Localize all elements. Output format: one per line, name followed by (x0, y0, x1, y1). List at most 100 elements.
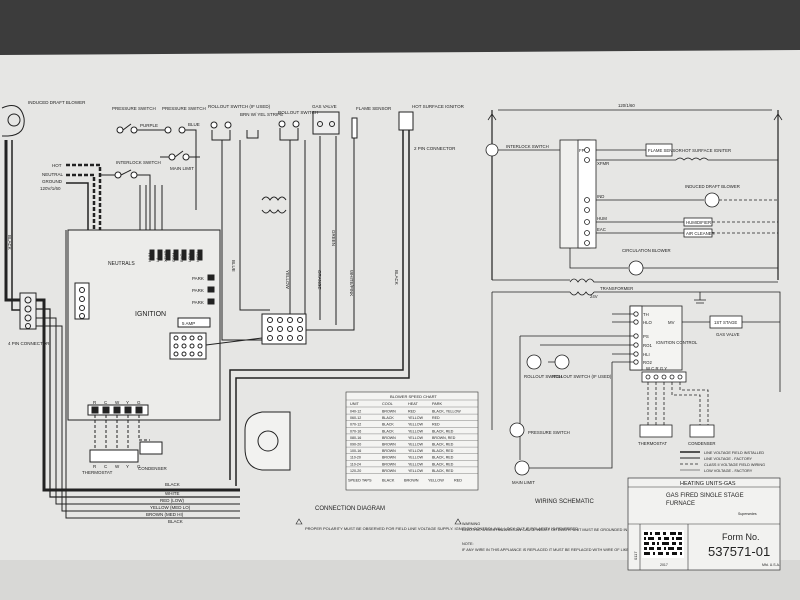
ground-symbol (694, 292, 706, 304)
rollout-terminal (210, 121, 218, 129)
label-black-side: BLACK (7, 235, 12, 250)
schematic-labels: 120/1/60 INTERLOCK SWITCH FP XFMR IND HU… (506, 103, 765, 505)
schematic-condenser-box (689, 424, 715, 438)
title-supersedes: Supersedes (738, 512, 757, 516)
neutral-line (66, 173, 96, 230)
brn-yel-loop (246, 130, 259, 139)
term-letter: Y (126, 464, 129, 469)
board-terminal-labels: HUM L1 XFMR COM EAC LOW HIGH (147, 251, 200, 262)
schematic-label-hlo: HLO (643, 320, 652, 325)
label-120v: 120V/1/60 (40, 186, 61, 191)
blower-table-cell: RED (408, 410, 416, 414)
term-letter: G (137, 464, 141, 469)
blower-header-cell: UNIT (350, 402, 360, 406)
schematic-label-hum: HUM (597, 216, 607, 221)
hot-line (66, 163, 102, 230)
purple-wire (239, 140, 270, 311)
fuse-5-amp (177, 317, 211, 328)
label-wire-orange: ORANGE (317, 270, 322, 290)
connection-labels: INDUCED DRAFT BLOWER PRESSURE SWITCH PRE… (7, 100, 578, 531)
park-terminal (207, 274, 215, 281)
blower-table-cell: BLACK (382, 416, 394, 420)
pin (79, 305, 85, 311)
title-heading: HEATING UNITS-GAS (680, 481, 736, 487)
board-12-pin-connector (169, 332, 207, 360)
blower-table-cell: YELLOW (408, 429, 424, 433)
schematic-label-transformer: TRANSFORMER (600, 286, 633, 291)
schematic-label-air-cleaner: AIR CLEANER (686, 231, 715, 236)
warning-block: WARNING ELECTRIC SHOCK HAZARD-CAN CAUSE … (462, 522, 739, 552)
blower-table-cell: YELLOW (408, 436, 424, 440)
made-in: Mfd. U.S.A. (762, 563, 780, 567)
schematic-label-120v: 120/1/60 (618, 103, 635, 108)
main-limit-wiring (160, 150, 200, 158)
circulation-blower-motor (257, 430, 279, 452)
pin (25, 323, 31, 329)
label-wire-yellow: YELLOW (285, 270, 290, 290)
schematic-label-first-stage: 1ST STAGE (714, 320, 737, 325)
rollout-terminal (278, 120, 286, 128)
label-purple: PURPLE (140, 123, 158, 128)
label-park-2: PARK (192, 288, 204, 293)
terminal-label: EAC (179, 254, 184, 262)
label-hot-surface: HOT SURFACE IGNITOR (412, 104, 465, 109)
blower-table-cell: BLACK, RED (432, 429, 454, 433)
label-wire-blue: BLUE (231, 260, 236, 272)
label-wire-black: BLACK (394, 270, 399, 285)
terminal-label: HIGH (195, 252, 200, 262)
blower-table-cell: BROWN (382, 449, 396, 453)
warning-text-1: ELECTRIC SHOCK HAZARD-CAN CAUSE INJURY O… (462, 528, 723, 532)
schematic-label-eac: EAC (597, 227, 606, 232)
interlock-terminal (130, 171, 138, 179)
term-letter: G (137, 400, 141, 405)
schematic-label-24v: 24V (590, 294, 598, 299)
paper-sheet (0, 50, 800, 600)
label-pressure-switch-2: PRESSURE SWITCH (162, 106, 206, 111)
blower-table-cell: 080-16 (350, 436, 361, 440)
blower-table-cell: YELLOW (408, 423, 424, 427)
label-5-amp: 5 AMP (182, 321, 195, 326)
black-supply-wire (4, 140, 20, 302)
label-gas-valve: GAS VALVE (312, 104, 337, 109)
label-brn-yel: BRN W/ YEL STRIPE (240, 112, 283, 117)
term-letter: W (115, 400, 120, 405)
label-interlock: INTERLOCK SWITCH (116, 160, 161, 165)
blower-table-cell: 100-16 (350, 449, 361, 453)
blower-header-cell: HEAT (408, 402, 419, 406)
blower-table-cell: BLACK, RED (432, 456, 454, 460)
warning-triangle-icon (454, 518, 462, 525)
schematic-label-flame-sensor: FLAME SENSOR (648, 148, 682, 153)
schematic-label-pressure: PRESSURE SWITCH (528, 430, 570, 435)
data-matrix-barcode (642, 530, 684, 558)
wcrgy-terminals (645, 374, 683, 380)
blower-header-cell: PARK (432, 402, 443, 406)
schematic-label-hli: HLI (643, 352, 650, 357)
term-letter: C (104, 464, 108, 469)
main-limit-terminal (182, 153, 190, 161)
flame-sensor-box (645, 143, 673, 157)
blower-table-cell: YELLOW (408, 449, 424, 453)
gas-valve-terminal (317, 121, 323, 127)
blower-footer-cell: RED (454, 479, 462, 483)
schematic-label-fp: FP (579, 148, 585, 153)
term-letter: C (104, 400, 108, 405)
ground-line (66, 182, 89, 230)
label-out-yellow: YELLOW (MED LO) (150, 505, 191, 510)
label-ground: GROUND (42, 179, 63, 184)
connection-diagram-title: CONNECTION DIAGRAM (315, 506, 385, 512)
red-motor-wire (36, 317, 240, 505)
rollout-used-loop (211, 130, 231, 141)
center-connector-pins (267, 317, 303, 341)
thermostat-terminal-letters: R C W Y G R C W Y G (93, 400, 141, 469)
blower-table-cell: BROWN (382, 436, 396, 440)
board-terminal-strip (149, 249, 203, 261)
main-limit-return (529, 362, 613, 469)
circulation-line (569, 248, 628, 269)
circulation-blower-housing (244, 411, 291, 471)
ignitor-wire (229, 130, 404, 480)
form-label: Form No. (722, 532, 760, 542)
blower-table-cell: BROWN, RED (432, 436, 456, 440)
